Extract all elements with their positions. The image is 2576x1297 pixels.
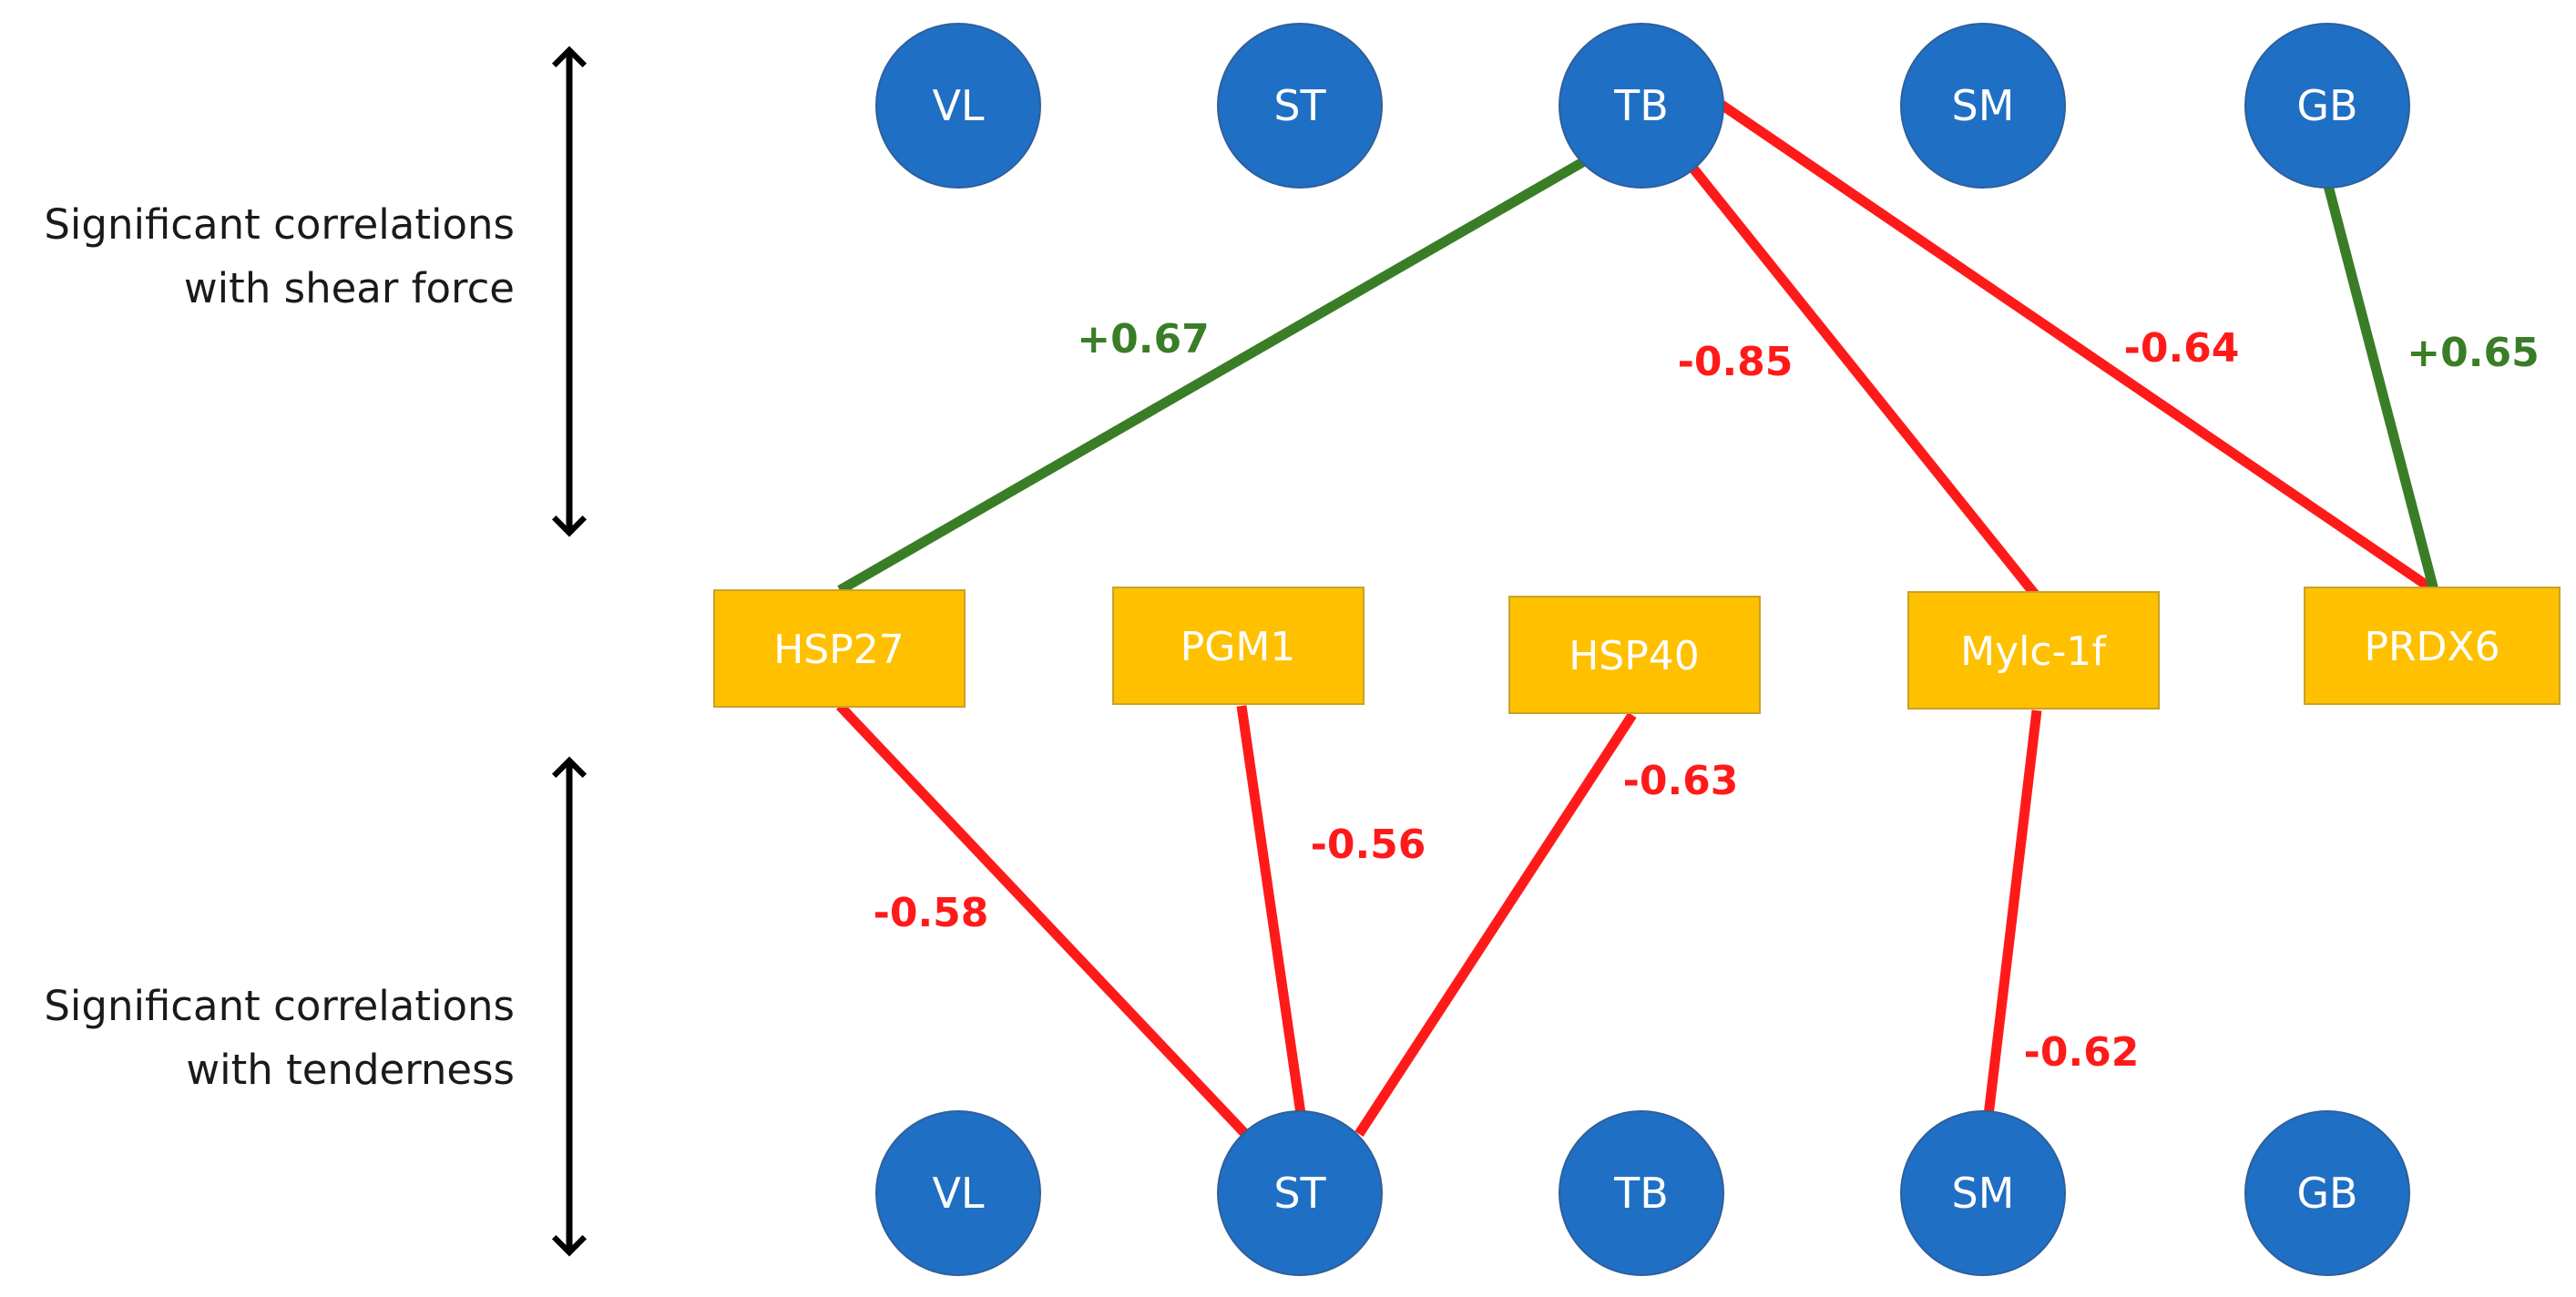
bottom-muscle-node: GB [2244,1110,2410,1276]
svg-text:PGM1: PGM1 [1181,624,1296,670]
edge-tb-hsp27 [837,152,1595,595]
svg-text:VL: VL [932,1169,984,1218]
shear-label-line2: with shear force [184,264,515,312]
protein-box: HSP40 [1508,596,1761,714]
shear-label-line1: Significant correlations [44,200,515,249]
top-muscle-node: GB [2244,23,2410,189]
svg-text:ST: ST [1273,81,1326,130]
protein-box: PGM1 [1112,587,1365,705]
svg-text:GB: GB [2296,1169,2357,1218]
bottom-muscle-node: TB [1559,1110,1724,1276]
protein-box: Mylc-1f [1907,591,2160,710]
edge-mylc1f-sm [1983,710,2042,1117]
svg-text:GB: GB [2296,81,2357,130]
bottom-muscle-node: ST [1217,1110,1383,1276]
svg-text:HSP40: HSP40 [1569,633,1700,679]
svg-text:TB: TB [1613,81,1669,130]
correlation-label-gb-prdx6: +0.65 [2407,330,2539,376]
protein-box: PRDX6 [2304,587,2561,705]
top-muscle-node: SM [1900,23,2066,189]
correlation-label-hsp27-st: -0.58 [874,890,989,936]
edge-gb-prdx6 [2322,180,2439,592]
svg-text:PRDX6: PRDX6 [2364,624,2499,670]
correlation-label-hsp40-st: -0.63 [1623,758,1739,804]
edge-pgm1-st [1236,705,1306,1115]
correlation-label-tb-prdx6: -0.64 [2124,325,2240,372]
svg-text:TB: TB [1613,1169,1669,1218]
protein-box: HSP27 [713,589,966,708]
svg-text:SM: SM [1952,81,2015,130]
top-muscle-row: VL ST TB SM GB [875,23,2410,189]
bottom-muscle-node: VL [875,1110,1041,1276]
edge-hsp27-st [836,702,1252,1140]
bottom-muscle-row: VL ST TB SM GB [875,1110,2410,1276]
top-muscle-node: ST [1217,23,1383,189]
edge-hsp40-st [1354,711,1637,1138]
correlation-label-pgm1-st: -0.56 [1311,822,1426,868]
correlation-label-tb-hsp27: +0.67 [1077,316,1209,363]
correlation-label-tb-mylc1f: -0.85 [1678,339,1794,385]
protein-row: HSP27 PGM1 HSP40 Mylc-1f PRDX6 [713,587,2561,714]
edge-layer [836,100,2439,1140]
tenderness-label-line2: with tenderness [186,1046,515,1094]
svg-text:ST: ST [1273,1169,1326,1218]
svg-text:Mylc-1f: Mylc-1f [1960,628,2107,675]
svg-text:VL: VL [932,81,984,130]
top-muscle-node: TB [1559,23,1724,189]
correlation-labels: +0.67 -0.85 -0.64 +0.65 -0.58 -0.56 -0.6… [874,316,2540,1076]
correlation-label-mylc1f-sm: -0.62 [2024,1029,2140,1076]
svg-text:SM: SM [1952,1169,2015,1218]
edge-tb-mylc1f [1685,160,2041,600]
tenderness-label-line1: Significant correlations [44,982,515,1030]
edge-tb-prdx6 [1718,100,2438,595]
svg-text:HSP27: HSP27 [773,627,905,673]
bottom-muscle-node: SM [1900,1110,2066,1276]
top-muscle-node: VL [875,23,1041,189]
